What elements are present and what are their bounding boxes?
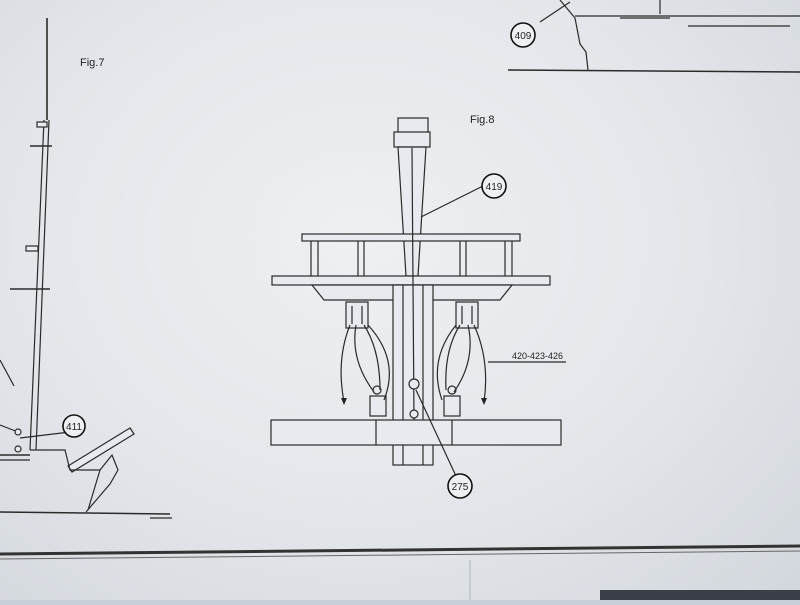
sheet-border-line <box>0 544 800 556</box>
fig7-mast-left <box>29 119 45 451</box>
fig8-center-block-lower <box>409 409 419 419</box>
leader-419 <box>420 185 484 218</box>
callout-419-circle <box>481 173 507 199</box>
fig7-cap-lower <box>25 245 39 252</box>
fig8-left-arrow <box>341 398 347 405</box>
fig7-block-lower <box>14 445 22 453</box>
fig8-halyard <box>411 147 415 421</box>
leader-275 <box>415 389 457 477</box>
fig8-right-fall-1 <box>473 324 487 403</box>
fig7-ship-drawing: 411 <box>0 18 172 519</box>
fig7-block <box>14 428 22 436</box>
sheet-border-thin <box>0 550 800 560</box>
fig7-waterline <box>0 511 171 515</box>
fig8-right-fall-2 <box>453 324 471 393</box>
fig7-leader <box>19 431 71 439</box>
fig8-deck-beam <box>270 419 562 446</box>
callout-409-circle <box>510 22 536 48</box>
corner-leader <box>539 1 571 23</box>
callout-411-label: 411 <box>66 422 82 433</box>
fig7-cap-upper <box>36 121 48 128</box>
fig8-top-platform <box>271 275 551 286</box>
fig7-cutwater <box>87 469 101 511</box>
fig8-title: Fig.8 <box>470 114 494 126</box>
fig8-right-arrow <box>481 398 487 405</box>
fig8-right-upper-block <box>455 301 479 329</box>
fig8-left-fall-1 <box>340 324 351 403</box>
fig8-center-block-upper <box>408 378 420 390</box>
fig8-left-fall-3 <box>363 324 381 391</box>
fig8-top-rail <box>301 233 521 242</box>
table-edge-shadow <box>600 590 800 600</box>
callout-411-circle <box>62 414 86 438</box>
fig8-side-label: 420-423-426 <box>512 351 563 361</box>
fig8-left-fall-2 <box>354 324 375 393</box>
fig8-left-upper-block <box>345 301 369 329</box>
callout-409-label: 409 <box>515 31 532 42</box>
callout-419-label: 419 <box>486 182 503 193</box>
corner-stern <box>559 0 589 71</box>
fig7-hull-bow <box>30 449 119 513</box>
fig8-mast-cap <box>393 131 431 148</box>
fig8-right-fall-3 <box>445 324 461 391</box>
fig8-left-fall-4 <box>367 324 390 401</box>
fig8-right-lower-block <box>443 395 461 417</box>
fig7-shroud <box>0 359 15 387</box>
fig7-mast-right <box>35 119 50 451</box>
fig8-mast-drawing <box>270 117 566 477</box>
fig8-right-fall-4 <box>436 324 457 401</box>
corner-waterline <box>507 69 800 73</box>
corner-hull-drawing: 409 <box>507 0 800 73</box>
callout-275-label: 275 <box>452 482 469 493</box>
fig8-left-lower-block <box>369 395 387 417</box>
fig7-title: Fig.7 <box>80 57 104 69</box>
callout-275-circle <box>447 473 473 499</box>
